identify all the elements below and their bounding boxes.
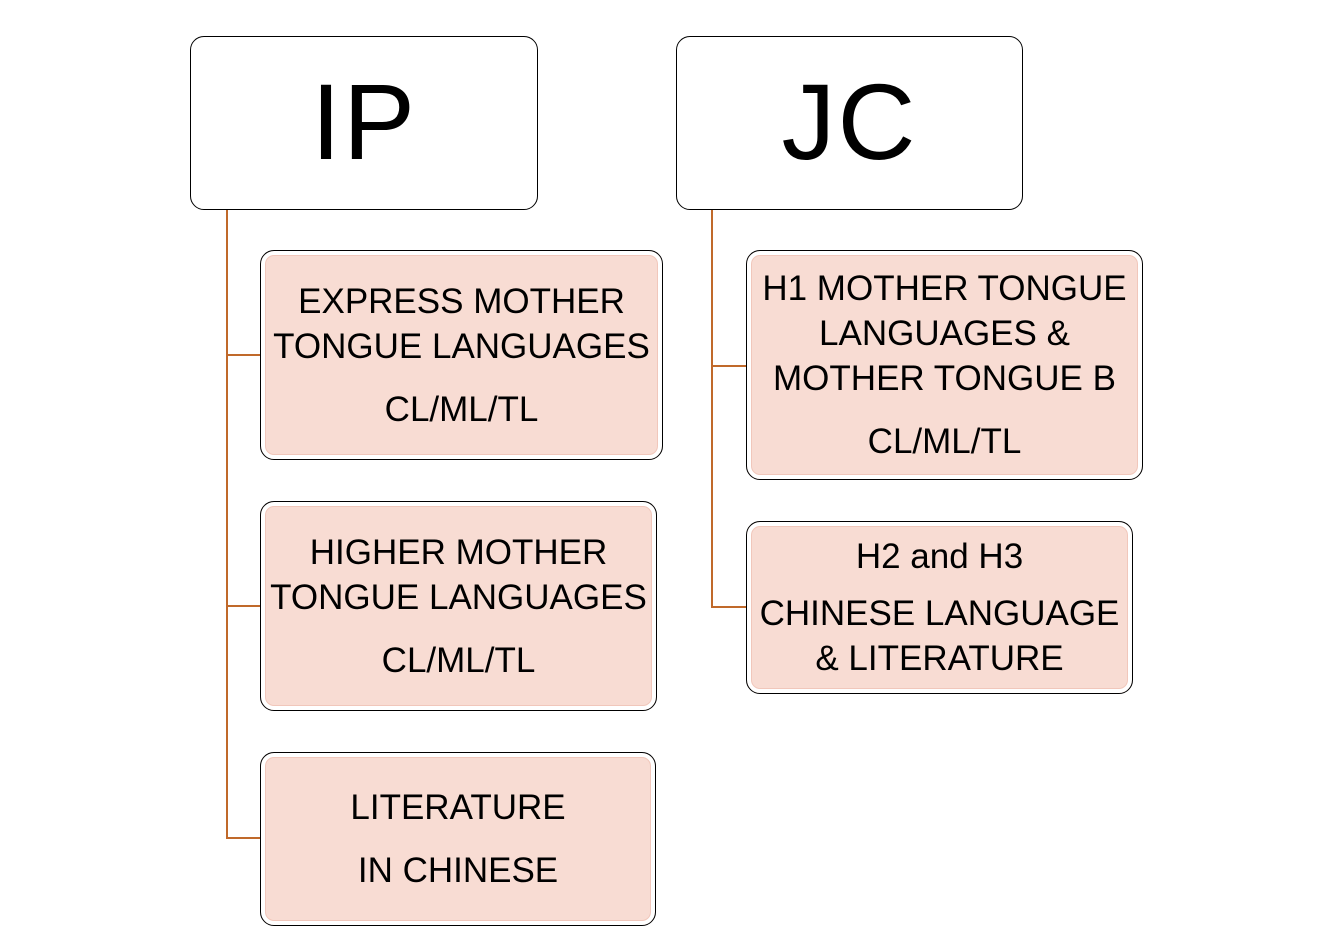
ip-express-mtl-subtitle: CL/ML/TL bbox=[384, 389, 539, 429]
ip-express-mtl-box: EXPRESS MOTHER TONGUE LANGUAGES CL/ML/TL bbox=[260, 250, 663, 460]
ip-higher-mtl-line-2: TONGUE LANGUAGES bbox=[270, 577, 647, 617]
ip-header-box: IP bbox=[190, 36, 538, 210]
ip-literature-line-1: LITERATURE bbox=[350, 788, 566, 827]
ip-literature-subtitle: IN CHINESE bbox=[357, 851, 559, 890]
jc-h1-mtl-box: H1 MOTHER TONGUE LANGUAGES & MOTHER TONG… bbox=[746, 250, 1143, 480]
ip-connector-trunk bbox=[226, 209, 228, 839]
ip-connector-branch-1 bbox=[226, 354, 262, 356]
jc-header-box: JC bbox=[676, 36, 1023, 210]
jc-h2-h3-line-1: H2 and H3 bbox=[855, 537, 1024, 576]
ip-connector-branch-2 bbox=[226, 605, 262, 607]
ip-literature-box: LITERATURE IN CHINESE bbox=[260, 752, 656, 926]
jc-title: JC bbox=[781, 61, 918, 182]
jc-h2-h3-box: H2 and H3 CHINESE LANGUAGE & LITERATURE bbox=[746, 521, 1133, 694]
ip-connector-branch-3 bbox=[226, 837, 262, 839]
jc-connector-trunk bbox=[711, 209, 713, 608]
ip-higher-mtl-box: HIGHER MOTHER TONGUE LANGUAGES CL/ML/TL bbox=[260, 501, 657, 711]
jc-h1-mtl-line-1: H1 MOTHER TONGUE bbox=[762, 269, 1127, 308]
jc-h1-mtl-line-3: MOTHER TONGUE B bbox=[773, 359, 1116, 398]
ip-higher-mtl-subtitle: CL/ML/TL bbox=[381, 640, 536, 680]
ip-express-mtl-line-2: TONGUE LANGUAGES bbox=[273, 326, 650, 366]
jc-connector-branch-2 bbox=[711, 606, 747, 608]
ip-title: IP bbox=[310, 61, 418, 182]
jc-connector-branch-1 bbox=[711, 365, 747, 367]
ip-express-mtl-line-1: EXPRESS MOTHER bbox=[298, 281, 625, 321]
jc-h1-mtl-subtitle: CL/ML/TL bbox=[867, 422, 1022, 461]
ip-higher-mtl-line-1: HIGHER MOTHER bbox=[309, 532, 608, 572]
jc-h2-h3-subtitle: CHINESE LANGUAGE & LITERATURE bbox=[759, 594, 1120, 678]
jc-h1-mtl-line-2: LANGUAGES & bbox=[819, 314, 1070, 353]
